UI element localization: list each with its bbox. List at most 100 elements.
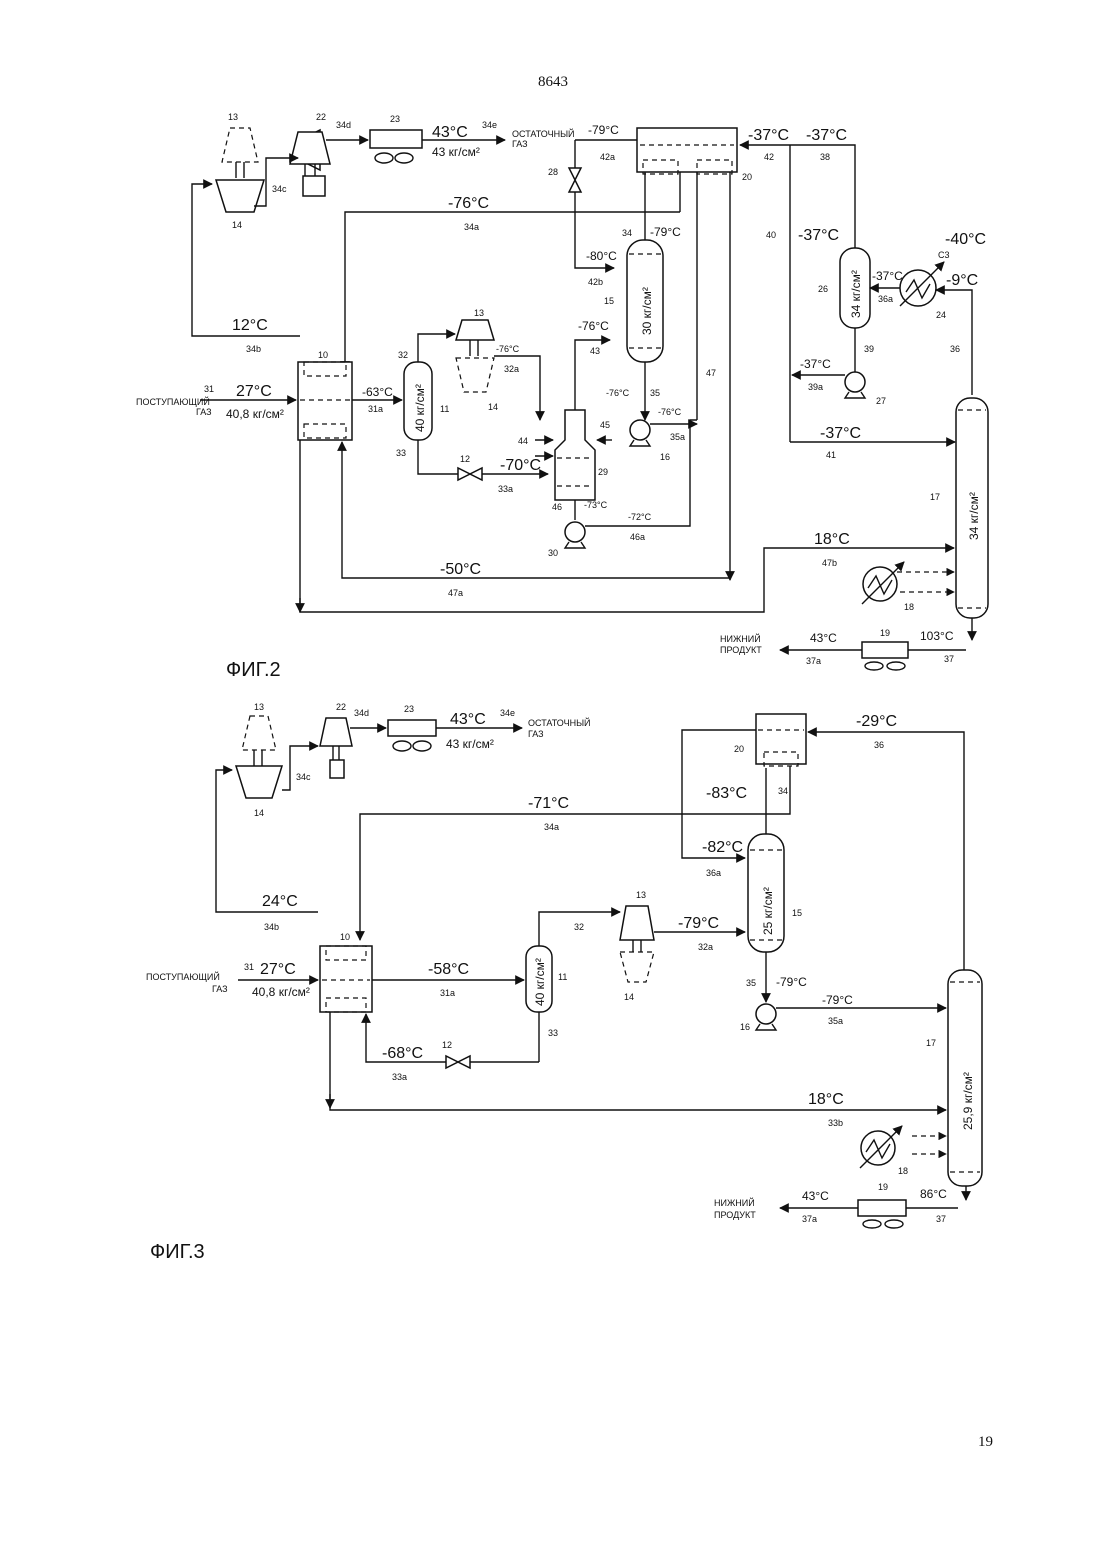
label-45: 45 (600, 420, 610, 430)
label-37a: 37a (806, 656, 821, 666)
label-23: 23 (390, 114, 400, 124)
temp-41: -37°C (820, 425, 861, 442)
temp-34b: 12°C (232, 317, 268, 334)
label-16: 16 (660, 452, 670, 462)
figure-2-caption: ФИГ.2 (226, 659, 281, 681)
label-46a: 46a (630, 532, 645, 542)
label-42b: 42b (588, 277, 603, 287)
temp-35: -76°C (606, 388, 630, 398)
feed-temp-f3: 27°C (260, 961, 296, 978)
pressure-17: 34 кг/см² (967, 492, 981, 540)
label-13-f3: 13 (254, 702, 264, 712)
bottom-label-2: ПРОДУКТ (720, 645, 762, 655)
label-13: 13 (228, 112, 238, 122)
refrigerant-C3: C3 (938, 250, 950, 260)
temp-39a: -37°C (800, 357, 831, 371)
label-17-f3: 17 (926, 1038, 936, 1048)
pressure-26: 34 кг/см² (849, 270, 863, 318)
label-10-f3: 10 (340, 932, 350, 942)
label-12-f3: 12 (442, 1040, 452, 1050)
pump-27 (845, 372, 865, 392)
label-31: 31 (204, 384, 214, 394)
label-31a-f3: 31a (440, 988, 455, 998)
bottom-temp: 43°C (810, 631, 837, 645)
label-36: 36 (950, 344, 960, 354)
label-23-f3: 23 (404, 704, 414, 714)
label-13-exp: 13 (474, 308, 484, 318)
figure-3: 13 14 22 34c 34d 23 43°C 43 кг/см² 34e О… (146, 702, 982, 1263)
label-29: 29 (598, 467, 608, 477)
label-26: 26 (818, 284, 828, 294)
pressure-15-f3: 25 кг/см² (761, 887, 775, 935)
label-33b-f3: 33b (828, 1118, 843, 1128)
label-38: 38 (820, 152, 830, 162)
feed-label-2-f3: ГАЗ (212, 984, 228, 994)
temp-36-f3: -29°C (856, 713, 897, 730)
temp-31a: -63°C (362, 385, 393, 399)
label-20-f3: 20 (734, 744, 744, 754)
pressure-17-f3: 25,9 кг/см² (961, 1072, 975, 1130)
pump-30 (565, 522, 585, 542)
label-34d-f3: 34d (354, 708, 369, 718)
label-34a-f3: 34a (544, 822, 559, 832)
temp-34a-f3: -71°C (528, 795, 569, 812)
label-11-f3: 11 (558, 972, 567, 982)
temp-42: -37°C (748, 127, 789, 144)
residue-temp-f3: 43°C (450, 711, 486, 728)
label-16-f3: 16 (740, 1022, 750, 1032)
label-34e: 34e (482, 120, 497, 130)
label-15-f3: 15 (792, 908, 802, 918)
label-40: 40 (766, 230, 776, 240)
label-32a: 32a (504, 364, 519, 374)
pressure-11: 40 кг/см² (413, 384, 427, 432)
feed-pressure-f3: 40,8 кг/см² (252, 985, 310, 999)
label-19-f3: 19 (878, 1182, 888, 1192)
pump-16 (630, 420, 650, 440)
temp-47b: 18°C (814, 531, 850, 548)
label-28: 28 (548, 167, 558, 177)
label-34c: 34c (272, 184, 287, 194)
residue-label-1-f3: ОСТАТОЧНЫЙ (528, 717, 591, 728)
label-32a-f3: 32a (698, 942, 713, 952)
figure-2: 13 14 22 34c 34d 23 43°C 43 кг/см² 34e О… (136, 112, 988, 681)
pressure-15: 30 кг/см² (640, 287, 654, 335)
label-31a: 31a (368, 404, 383, 414)
temp-33b-f3: 18°C (808, 1091, 844, 1108)
label-36a-f3: 36a (706, 868, 721, 878)
temp-33a: -70°C (500, 457, 541, 474)
compressor-14-fig3 (236, 766, 282, 798)
residue-pressure: 43 кг/см² (432, 145, 480, 159)
temp-34b-f3: 24°C (262, 893, 298, 910)
bottom-feed-temp-f3: 86°C (920, 1187, 947, 1201)
temp-42a: -79°C (588, 123, 619, 137)
pump-16-fig3 (756, 1004, 776, 1024)
residue-pressure-f3: 43 кг/см² (446, 737, 494, 751)
label-18-f3: 18 (898, 1166, 908, 1176)
label-34c-f3: 34c (296, 772, 311, 782)
temp-35-f3: -79°C (776, 975, 807, 989)
residue-label-1: ОСТАТОЧНЫЙ (512, 128, 575, 139)
expander-13-fig3 (620, 906, 654, 940)
bottom-feed-temp: 103°C (920, 629, 954, 643)
label-47a: 47a (448, 588, 463, 598)
label-10: 10 (318, 350, 328, 360)
label-42: 42 (764, 152, 774, 162)
label-33a: 33a (498, 484, 513, 494)
compressor-22 (290, 130, 330, 196)
label-35-f3: 35 (746, 978, 756, 988)
label-35: 35 (650, 388, 660, 398)
label-39a: 39a (808, 382, 823, 392)
temp-32a: -76°C (496, 344, 520, 354)
residue-temp: 43°C (432, 124, 468, 141)
label-33: 33 (396, 448, 406, 458)
label-19: 19 (880, 628, 890, 638)
label-34b-f3: 34b (264, 922, 279, 932)
temp-34: -79°C (650, 225, 681, 239)
residue-label-2-f3: ГАЗ (528, 729, 544, 739)
feed-pressure: 40,8 кг/см² (226, 407, 284, 421)
label-20: 20 (742, 172, 752, 182)
label-47b: 47b (822, 558, 837, 568)
temp-47a: -50°C (440, 561, 481, 578)
air-cooler-23-fig3 (388, 720, 436, 736)
